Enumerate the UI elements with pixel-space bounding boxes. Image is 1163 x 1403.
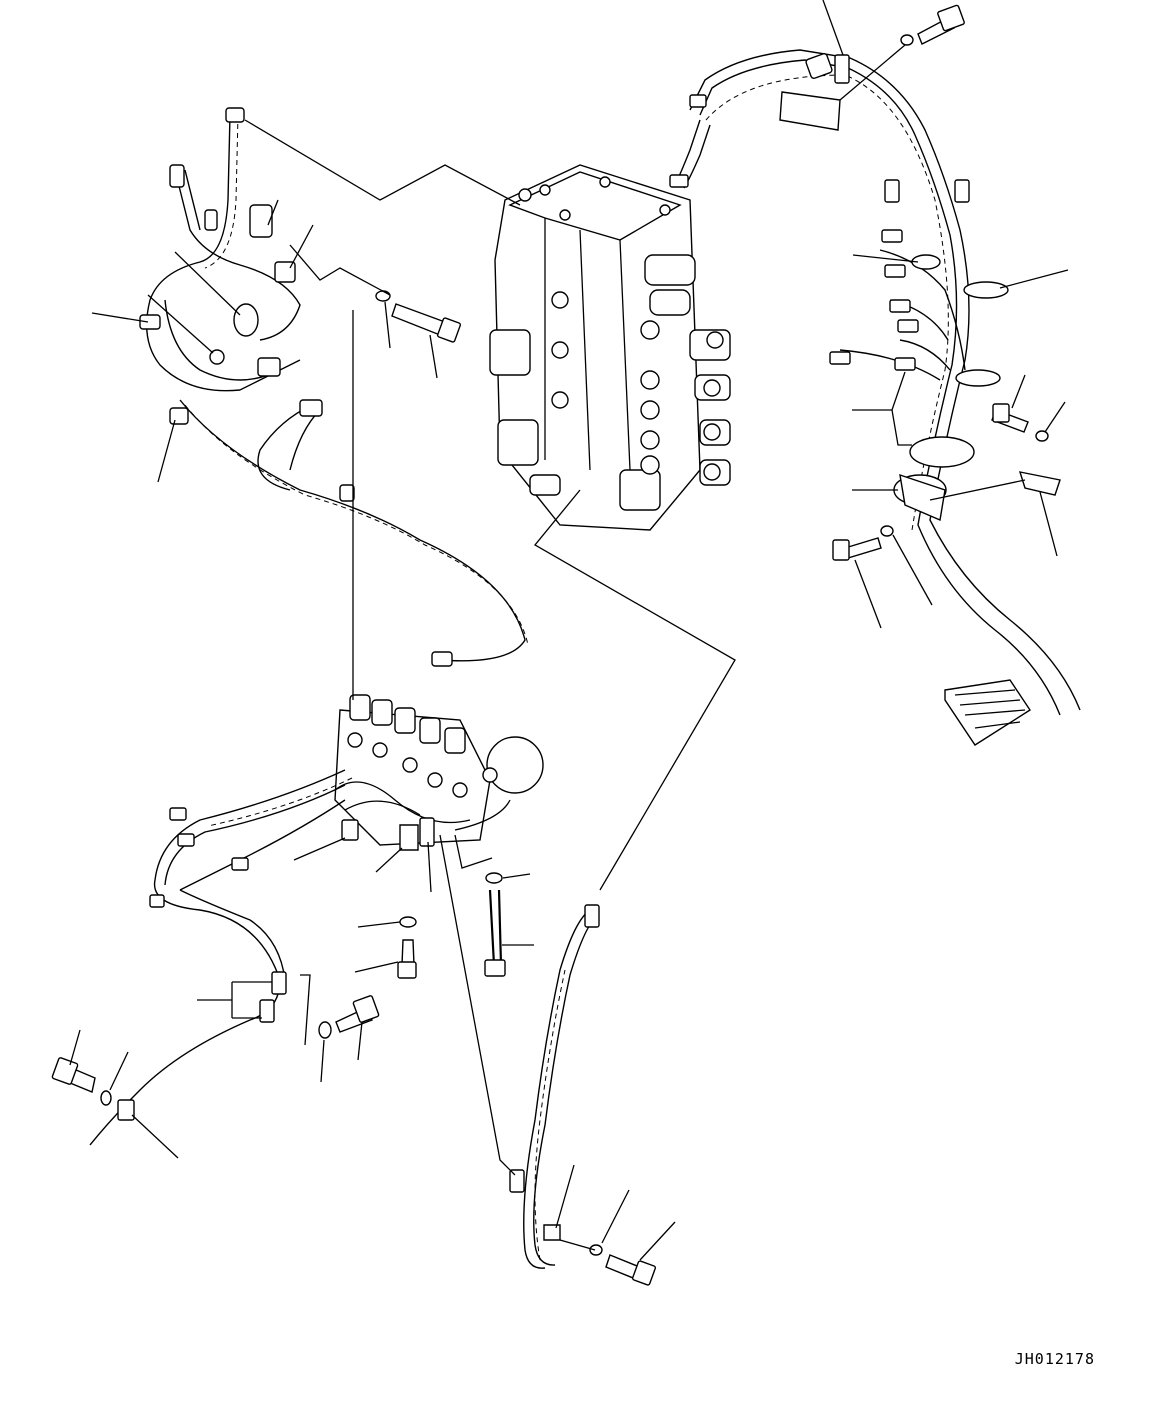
drawing-code: JH012178 <box>1014 1350 1095 1368</box>
lower-center-hose <box>509 904 657 1286</box>
top-left-hose-assembly <box>139 107 529 667</box>
callout-leaders <box>69 0 1069 1261</box>
right-hose-harness <box>669 4 1081 746</box>
bolt-washer-top <box>375 290 462 343</box>
lower-left-hose-assembly <box>51 769 506 1146</box>
routing-lines <box>244 44 1026 1251</box>
main-control-valve <box>489 164 731 531</box>
solenoid-valve-block <box>334 694 544 846</box>
